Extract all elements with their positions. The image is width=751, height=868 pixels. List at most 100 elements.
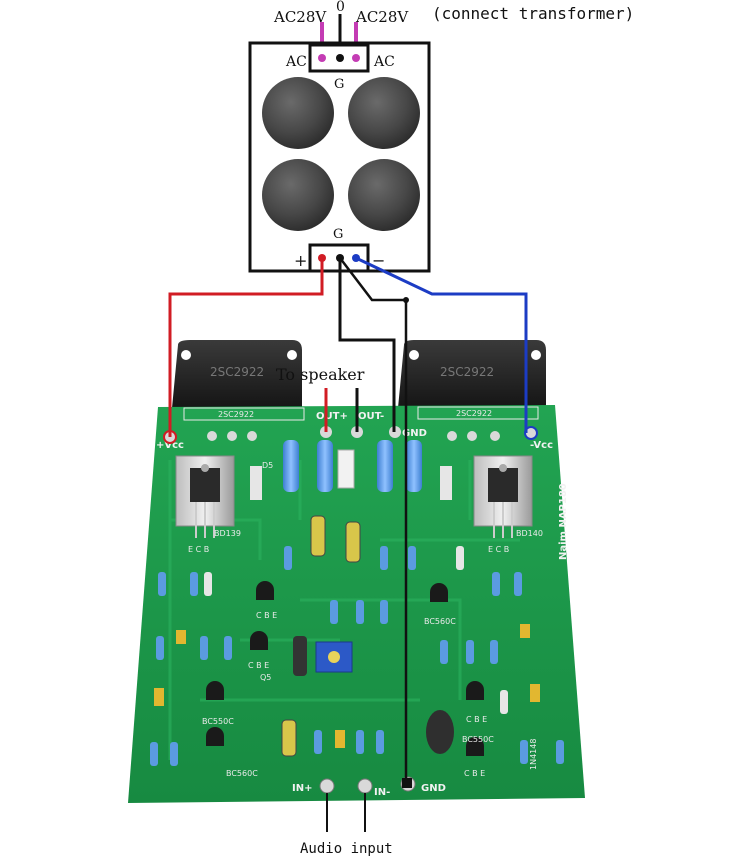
- filter-capacitor-3: [262, 159, 334, 231]
- small-resistor-24: [520, 740, 528, 764]
- driver-left-body: [190, 468, 220, 502]
- silk-left-part-box: [183, 407, 305, 421]
- driver-left-pins: E C B: [188, 545, 209, 554]
- small-resistor-14: [200, 636, 208, 660]
- pad-e-left: [247, 431, 257, 441]
- cap-5: [426, 710, 454, 754]
- transformer-note: (connect transformer): [432, 4, 634, 23]
- zero-label: 0: [336, 0, 345, 15]
- electrolytic-caps: [154, 515, 540, 757]
- pad-b-right: [447, 431, 457, 441]
- transistor-small-4-label: BC560C: [226, 769, 258, 778]
- small-resistor-17: [466, 640, 474, 664]
- vcc-minus-label: -Vcc: [530, 440, 553, 451]
- filter-capacitor-1: [262, 77, 334, 149]
- small-resistor-10: [330, 600, 338, 624]
- small-transistors: C B E C B E Q5 BC550C BC560C BC560C C B …: [202, 581, 538, 778]
- driver-right: BD140 E C B: [473, 455, 543, 554]
- transistor-small-1-pins: C B E: [256, 611, 277, 620]
- small-resistor-11: [356, 600, 364, 624]
- board-name-label: Naim NAP180: [558, 483, 569, 560]
- small-resistor-13: [156, 636, 164, 660]
- audio-input-label: Audio input: [300, 841, 393, 857]
- transistor-small-2-body: [250, 631, 268, 650]
- diode-label: 1N4148: [529, 739, 538, 770]
- transistor-small-2-pins: C B E: [248, 661, 269, 670]
- ground-wire-input: [339, 257, 408, 782]
- tantalum-3: [520, 624, 530, 638]
- small-resistor-18: [490, 640, 498, 664]
- small-resistor-8: [492, 572, 500, 596]
- transistor-left-marking: 2SC2922: [210, 365, 264, 379]
- small-resistors: [150, 546, 564, 766]
- transistor-small-5-label: BC560C: [424, 617, 456, 626]
- small-resistor-2: [190, 572, 198, 596]
- ac-left-marking: AC: [285, 54, 307, 70]
- tantalum-1: [176, 630, 186, 644]
- negative-supply-wire: [355, 256, 528, 433]
- small-resistor-16: [440, 640, 448, 664]
- driver-right-body: [488, 468, 518, 502]
- silk-right-part: 2SC2922: [456, 409, 492, 418]
- speaker-label: To speaker: [276, 365, 365, 384]
- silk-left-part: 2SC2922: [218, 410, 254, 419]
- gnd-top-label: GND: [402, 428, 427, 439]
- gnd-bottom-label: GND: [421, 783, 446, 794]
- small-resistor-19: [150, 742, 158, 766]
- small-resistor-5: [380, 546, 388, 570]
- ground-wire-end: [402, 778, 412, 788]
- in-minus-pad: [357, 778, 373, 794]
- filter-capacitor-2: [348, 77, 420, 149]
- driver-left-label: BD139: [214, 529, 241, 538]
- ac-left-pin: [318, 54, 326, 62]
- power-resistor-3: [377, 440, 393, 492]
- transistor-left-hole-2: [287, 350, 297, 360]
- in-minus-label: IN-: [374, 787, 390, 798]
- transistor-small-1-body: [256, 581, 274, 600]
- in-plus-pad: [319, 778, 335, 794]
- rectifier-board: AC AC G G + −: [248, 41, 431, 273]
- small-resistor-3: [204, 572, 212, 596]
- small-resistor-7: [456, 546, 464, 570]
- small-resistor-4: [284, 546, 292, 570]
- tantalum-4: [530, 684, 540, 702]
- power-resistor-2: [317, 440, 333, 492]
- ac-right-pin: [352, 54, 360, 62]
- positive-supply-wire: [168, 258, 324, 437]
- ac-right-voltage-label: AC28V: [355, 8, 409, 26]
- small-resistor-12: [380, 600, 388, 624]
- ground-pin-top: [336, 54, 344, 62]
- cap-2: [345, 521, 361, 563]
- pad-c-right: [490, 431, 500, 441]
- transistor-right-hole: [409, 350, 419, 360]
- transistor-small-5-body: [430, 583, 448, 602]
- small-resistor-26: [500, 690, 508, 714]
- power-resistors: D5: [250, 440, 452, 500]
- ground-marking-top: G: [334, 77, 344, 92]
- small-resistor-15: [224, 636, 232, 660]
- ground-junction: [403, 297, 409, 303]
- transistor-right-marking: 2SC2922: [440, 365, 494, 379]
- ground-wire-speaker: [338, 258, 396, 432]
- power-transistor-right: 2SC2922: [398, 340, 546, 408]
- transistor-small-7-label: BC550C: [462, 735, 494, 744]
- transistor-small-6-pins: C B E: [466, 715, 487, 724]
- vcc-plus-label: +Vcc: [156, 440, 184, 451]
- transistor-small-3-label: BC550C: [202, 717, 234, 726]
- small-resistor-6: [408, 546, 416, 570]
- ground-marking-bottom: G: [333, 227, 343, 242]
- diode-right: [440, 466, 452, 500]
- in-plus-label: IN+: [292, 783, 312, 794]
- driver-right-pins: E C B: [488, 545, 509, 554]
- driver-left: BD139 E C B: [175, 455, 241, 554]
- pad-b-left: [207, 431, 217, 441]
- driver-left-screw: [201, 464, 209, 472]
- q5-label: Q5: [260, 673, 271, 682]
- driver-right-label: BD140: [516, 529, 543, 538]
- transistor-left-body: [172, 340, 302, 408]
- tantalum-2: [154, 688, 164, 706]
- cap-1: [310, 515, 326, 557]
- power-resistor-4: [406, 440, 422, 492]
- ac-right-marking: AC: [373, 54, 395, 70]
